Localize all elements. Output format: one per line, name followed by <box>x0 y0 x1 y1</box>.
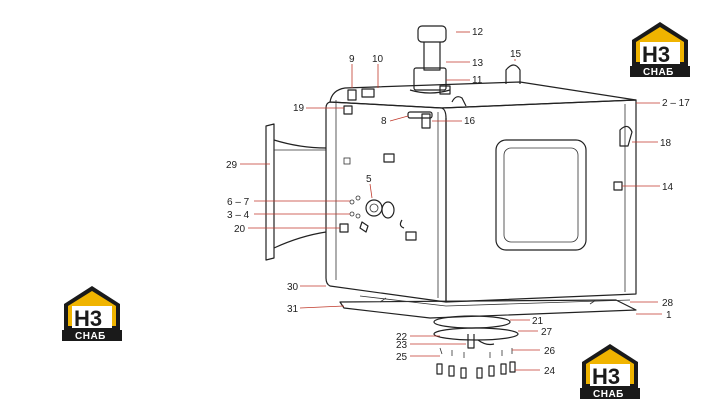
fitting-11 <box>439 85 451 95</box>
callout-22: 22 <box>396 332 408 343</box>
callout-1: 1 <box>666 310 672 321</box>
callout-9: 9 <box>349 54 355 65</box>
front-detail-b <box>383 153 395 163</box>
drain-hose <box>477 339 495 346</box>
callout-8: 8 <box>381 116 387 127</box>
base-frame <box>339 295 637 319</box>
callout-3-4: 3 – 4 <box>227 210 250 221</box>
fitting-10 <box>361 88 375 98</box>
svg-text:H3: H3 <box>592 364 620 389</box>
svg-text:СНАБ: СНАБ <box>643 67 674 78</box>
svg-text:H3: H3 <box>642 42 670 67</box>
fitting-14 <box>613 181 623 191</box>
filler-neck <box>409 25 451 94</box>
front-detail-d <box>405 231 417 241</box>
callout-23: 23 <box>396 340 408 351</box>
callout-29: 29 <box>226 160 238 171</box>
logo-top-right: H3 СНАБ <box>630 22 690 78</box>
callout-11: 11 <box>472 75 483 86</box>
callout-24: 24 <box>544 366 556 377</box>
callout-28: 28 <box>662 298 674 309</box>
callout-14: 14 <box>662 182 674 193</box>
callout-2-17: 2 – 17 <box>662 98 690 109</box>
fitting-19 <box>343 105 353 115</box>
flange-plate <box>433 315 511 329</box>
callout-25: 25 <box>396 352 408 363</box>
logo-bottom-right: H3 СНАБ <box>580 344 640 400</box>
front-detail-a <box>343 157 351 165</box>
callout-5: 5 <box>366 174 372 185</box>
lifting-eye <box>505 64 521 84</box>
mounting-bracket <box>265 123 327 261</box>
callout-19: 19 <box>293 103 305 114</box>
svg-text:СНАБ: СНАБ <box>75 331 106 342</box>
callout-12: 12 <box>472 27 484 38</box>
callout-21: 21 <box>532 316 544 327</box>
front-detail-e <box>399 219 405 229</box>
fitting-8 <box>407 111 433 119</box>
callout-13: 13 <box>472 58 484 69</box>
svg-text:СНАБ: СНАБ <box>593 389 624 400</box>
callout-15: 15 <box>510 49 522 60</box>
leader-lines <box>240 31 662 371</box>
callout-6-7: 6 – 7 <box>227 197 250 208</box>
callout-31: 31 <box>287 304 299 315</box>
callout-labels: 12 13 11 15 9 10 19 8 16 2 – 17 18 14 29… <box>226 27 690 377</box>
callout-18: 18 <box>660 138 672 149</box>
svg-text:H3: H3 <box>74 306 102 331</box>
callout-10: 10 <box>372 54 384 65</box>
breather-pipe <box>451 96 467 107</box>
front-detail-c <box>339 223 349 233</box>
bolt-set <box>436 347 516 379</box>
callout-26: 26 <box>544 346 556 357</box>
fuel-gauge <box>349 195 395 233</box>
gasket-ring <box>433 327 519 341</box>
fitting-18 <box>619 125 633 147</box>
drain-plug <box>467 334 475 349</box>
fitting-16 <box>421 113 431 129</box>
fitting-9 <box>347 89 357 101</box>
callout-27: 27 <box>541 327 553 338</box>
callout-30: 30 <box>287 282 299 293</box>
callout-20: 20 <box>234 224 246 235</box>
logo-left: H3 СНАБ <box>62 286 122 342</box>
callout-16: 16 <box>464 116 476 127</box>
tank-body <box>325 81 637 303</box>
